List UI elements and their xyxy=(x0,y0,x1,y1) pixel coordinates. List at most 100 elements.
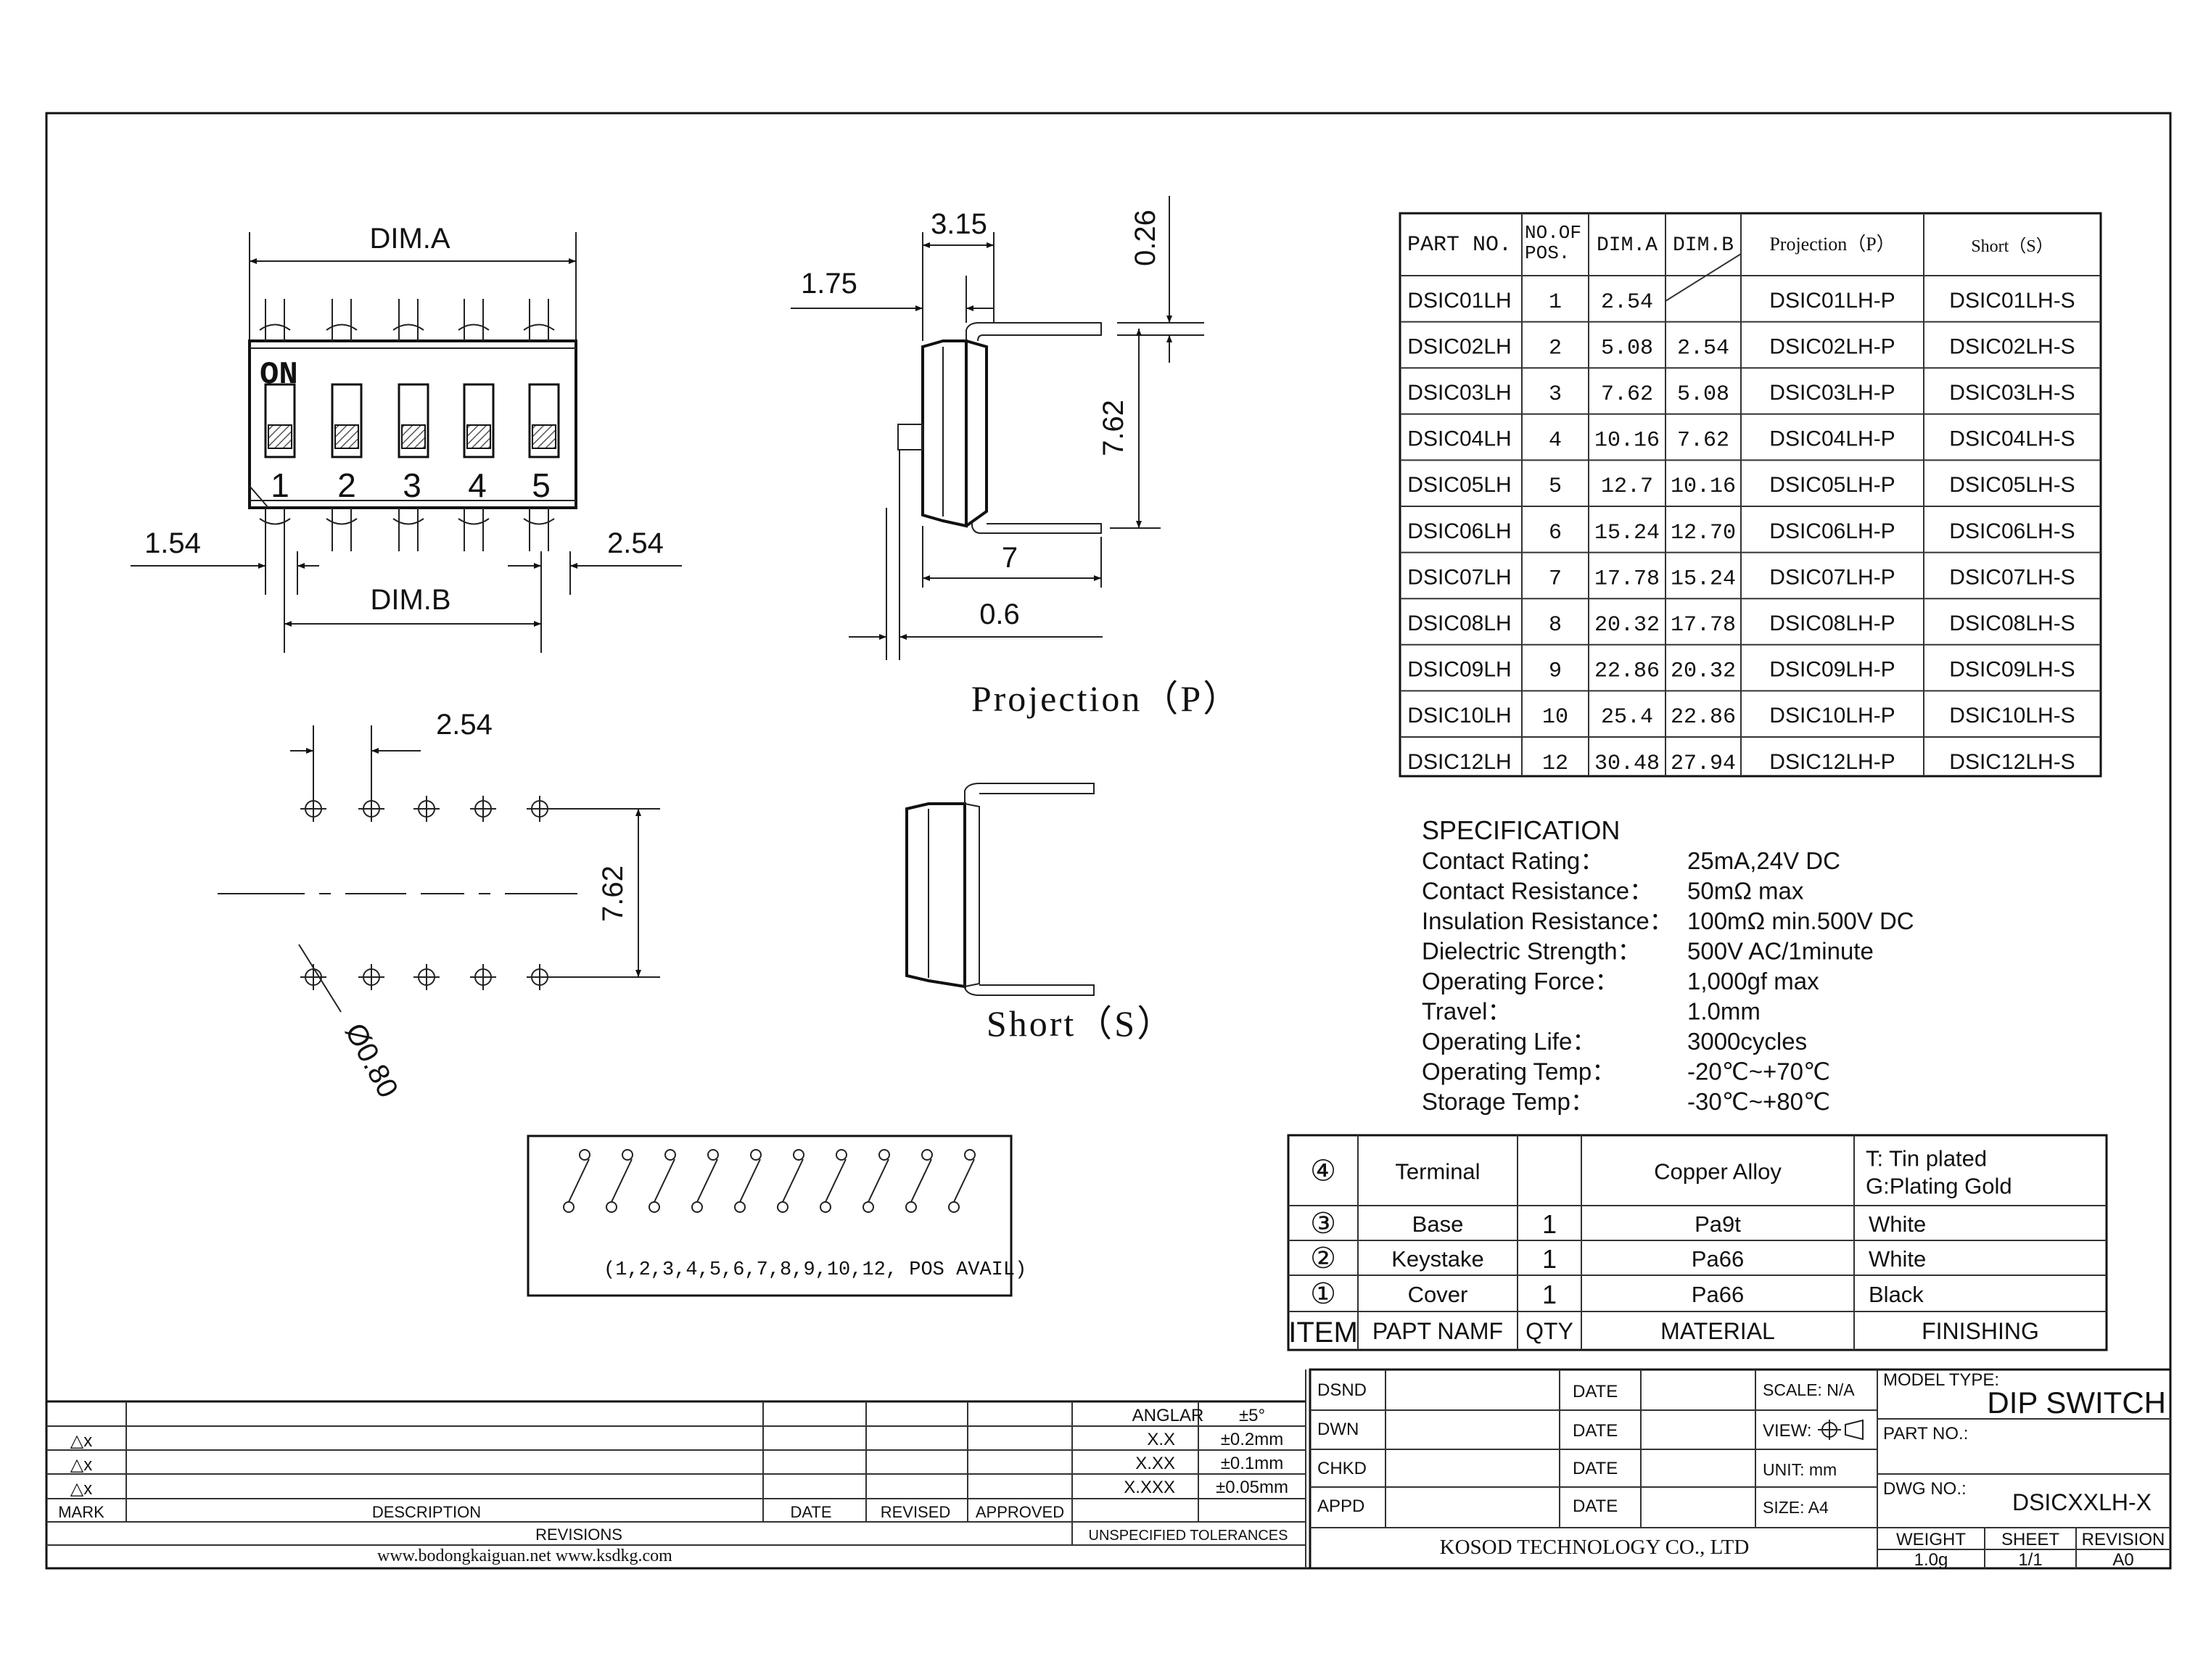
header-dim-b: DIM.B xyxy=(1673,234,1734,257)
part-number-cell: DSIC07LH xyxy=(1407,565,1511,589)
switch-number: 4 xyxy=(468,466,487,504)
weight-value: 1.0g xyxy=(1914,1550,1948,1570)
spec-label: Operating Life： xyxy=(1422,1028,1596,1055)
bom-header-part-name: PAPT NAMF xyxy=(1372,1318,1503,1344)
dim-026-label: 0.26 xyxy=(1129,210,1161,266)
projection-view: 3.15 1.75 0.26 7.62 7 0.6 Projection（P） xyxy=(791,196,1239,719)
projection-part-cell: DSIC01LH-P xyxy=(1769,289,1895,313)
pitch-right-label: 2.54 xyxy=(607,527,664,559)
spec-value: -20℃~+70℃ xyxy=(1687,1058,1830,1085)
actuator-slot xyxy=(331,383,363,458)
dim-315-label: 3.15 xyxy=(931,208,987,240)
actuator-knob xyxy=(334,424,359,449)
revision-mark: △x xyxy=(70,1431,92,1451)
bom-item-number: ③ xyxy=(1310,1208,1336,1240)
dim-b-cell: 10.16 xyxy=(1671,474,1736,499)
short-part-cell: DSIC02LH-S xyxy=(1949,334,2075,358)
short-part-cell: DSIC04LH-S xyxy=(1949,427,2075,451)
dim-7-label: 7 xyxy=(1002,542,1018,574)
tolerance-label: X.XXX xyxy=(1124,1478,1175,1497)
positions-cell: 1 xyxy=(1549,290,1562,315)
tolerance-label: X.X xyxy=(1147,1430,1175,1449)
spec-value: 3000cycles xyxy=(1687,1028,1807,1055)
revised-header: REVISED xyxy=(881,1503,951,1521)
dim-a-cell: 12.7 xyxy=(1601,474,1653,499)
mark-header: MARK xyxy=(58,1503,104,1521)
dim-a-cell: 22.86 xyxy=(1594,659,1660,684)
pos-avail-box: (1,2,3,4,5,6,7,8,9,10,12, POS AVAIL) xyxy=(527,1135,1026,1297)
positions-cell: 10 xyxy=(1542,705,1568,730)
through-hole xyxy=(527,964,553,990)
tolerance-value: ±0.1mm xyxy=(1221,1454,1284,1473)
through-hole xyxy=(470,964,496,990)
part-number-cell: DSIC12LH xyxy=(1407,750,1511,774)
part-number-cell: DSIC06LH xyxy=(1407,519,1511,543)
pcb-footprint: 2.54 7.62 Ø0.80 xyxy=(218,709,660,1103)
bom-item-number: ④ xyxy=(1310,1156,1336,1187)
dim-a-cell: 25.4 xyxy=(1601,705,1653,730)
weight-label: WEIGHT xyxy=(1896,1530,1966,1549)
positions-cell: 9 xyxy=(1549,659,1562,684)
switch-number: 3 xyxy=(403,466,421,504)
footprint-row-spacing-label: 7.62 xyxy=(597,865,629,922)
projection-part-cell: DSIC07LH-P xyxy=(1769,565,1895,589)
revision-mark: △x xyxy=(70,1479,92,1499)
switch-lever-symbol xyxy=(820,1149,847,1213)
spec-label: Insulation Resistance： xyxy=(1422,907,1673,934)
spec-value: 25mA,24V DC xyxy=(1687,847,1840,874)
spec-value: 500V AC/1minute xyxy=(1687,938,1874,965)
short-part-cell: DSIC01LH-S xyxy=(1949,289,2075,313)
bom-part-name: Base xyxy=(1412,1211,1464,1237)
switch-number: 1 xyxy=(271,466,289,504)
role-dwn: DWN xyxy=(1317,1420,1359,1439)
part-number-cell: DSIC03LH xyxy=(1407,381,1511,405)
third-angle-projection-icon xyxy=(1818,1419,1864,1441)
switch-number: 5 xyxy=(532,466,551,504)
positions-cell: 6 xyxy=(1549,521,1562,545)
footprint-pitch-label: 2.54 xyxy=(436,709,493,741)
short-part-cell: DSIC06LH-S xyxy=(1949,519,2075,543)
bom-material: Pa9t xyxy=(1695,1211,1741,1237)
website-text: www.bodongkaiguan.net www.ksdkg.com xyxy=(377,1547,672,1565)
switch-number: 2 xyxy=(337,466,356,504)
through-hole xyxy=(300,796,326,822)
top-view: DIM.A ON 1 2 3 4 5 xyxy=(131,223,682,653)
part-number-cell: DSIC01LH xyxy=(1407,289,1511,313)
revision-label: REVISION xyxy=(2082,1530,2165,1549)
tolerance-label: X.XX xyxy=(1135,1454,1175,1473)
spec-value: 100mΩ min.500V DC xyxy=(1687,907,1914,934)
dim-b-cell: 20.32 xyxy=(1671,659,1736,684)
header-projection: Projection（P） xyxy=(1769,234,1895,255)
actuator-knob xyxy=(532,424,556,449)
spec-value: -30℃~+80℃ xyxy=(1687,1088,1830,1115)
projection-part-cell: DSIC09LH-P xyxy=(1769,658,1895,682)
header-part-no: PART NO. xyxy=(1407,233,1512,258)
dim-a-cell: 17.78 xyxy=(1594,567,1660,591)
revision-mark: △x xyxy=(70,1455,92,1475)
spec-label: Contact Rating： xyxy=(1422,847,1604,874)
spec-label: Operating Temp： xyxy=(1422,1058,1615,1085)
switch-lever-symbol xyxy=(948,1149,976,1213)
through-hole xyxy=(358,796,384,822)
bom-finishing: Black xyxy=(1869,1282,1924,1307)
bom-material: Pa66 xyxy=(1692,1282,1744,1307)
actuator-knob xyxy=(466,424,491,449)
bom-header-material: MATERIAL xyxy=(1660,1318,1775,1344)
spec-value: 1.0mm xyxy=(1687,998,1761,1025)
pos-avail-caption: (1,2,3,4,5,6,7,8,9,10,12, POS AVAIL) xyxy=(604,1259,1026,1281)
date-header: DATE xyxy=(790,1503,831,1521)
dim-b-cell: 5.08 xyxy=(1677,382,1729,407)
short-part-cell: DSIC05LH-S xyxy=(1949,473,2075,497)
projection-part-cell: DSIC03LH-P xyxy=(1769,381,1895,405)
sheet-value: 1/1 xyxy=(2018,1550,2042,1570)
bom-finishing: White xyxy=(1869,1246,1926,1272)
projection-part-cell: DSIC12LH-P xyxy=(1769,750,1895,774)
company-name: KOSOD TECHNOLOGY CO., LTD xyxy=(1440,1536,1750,1559)
bom-qty: 1 xyxy=(1542,1244,1557,1274)
switch-lever-symbol xyxy=(734,1149,762,1213)
projection-part-cell: DSIC02LH-P xyxy=(1769,334,1895,358)
bom-material: Copper Alloy xyxy=(1654,1159,1782,1185)
switch-body xyxy=(248,339,577,509)
